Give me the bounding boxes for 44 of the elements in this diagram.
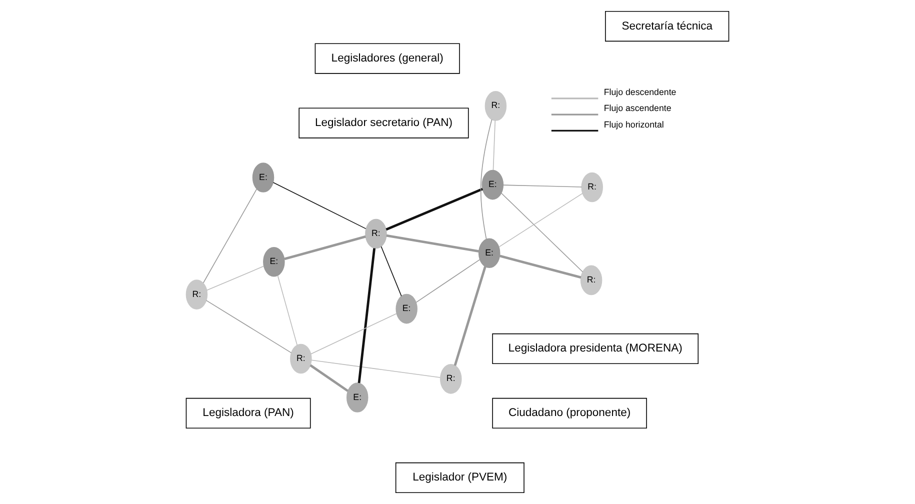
node-ellipse: R: [440, 364, 462, 394]
connector [500, 254, 582, 279]
connector [358, 248, 376, 384]
connector [501, 192, 584, 272]
connector [310, 364, 348, 392]
node-box: Legislador secretario (PAN) [298, 108, 469, 138]
connector [206, 300, 292, 354]
node-box: Legisladora (PAN) [186, 398, 311, 429]
legend-label: Flujo descendente [604, 87, 676, 98]
node-box: Legisladora presidenta (MORENA) [492, 333, 699, 364]
node-ellipse: R: [484, 91, 507, 121]
node-box: Legisladores (general) [314, 43, 460, 74]
connector [386, 234, 480, 253]
node-ellipse: E: [263, 246, 285, 277]
connector [492, 120, 496, 170]
node-ellipse: E: [478, 238, 500, 268]
connector [480, 119, 492, 240]
connector [502, 184, 582, 188]
connector [311, 360, 441, 378]
connector [277, 275, 298, 346]
node-ellipse: R: [365, 218, 387, 249]
node-ellipse: E: [482, 170, 504, 200]
connector [206, 266, 264, 291]
node-ellipse: E: [396, 294, 418, 324]
connector [386, 188, 483, 231]
connector [272, 182, 366, 230]
node-ellipse: E: [346, 382, 368, 412]
node-ellipse: E: [252, 162, 274, 192]
legend-label: Flujo ascendente [604, 103, 672, 114]
connector [284, 235, 366, 260]
node-box: Ciudadano (proponente) [492, 398, 647, 429]
connector [454, 266, 486, 366]
connector [416, 259, 480, 303]
node-box: Secretaría técnica [605, 10, 730, 42]
connector [380, 246, 402, 296]
legend-label: Flujo horizontal [604, 119, 664, 130]
node-ellipse: R: [290, 344, 312, 374]
node-ellipse: R: [581, 172, 603, 202]
connector [498, 193, 583, 248]
connector [310, 313, 397, 354]
node-ellipse: R: [186, 280, 208, 310]
connector [202, 188, 258, 284]
node-ellipse: R: [580, 265, 602, 296]
node-box: Legislador (PVEM) [395, 462, 524, 494]
